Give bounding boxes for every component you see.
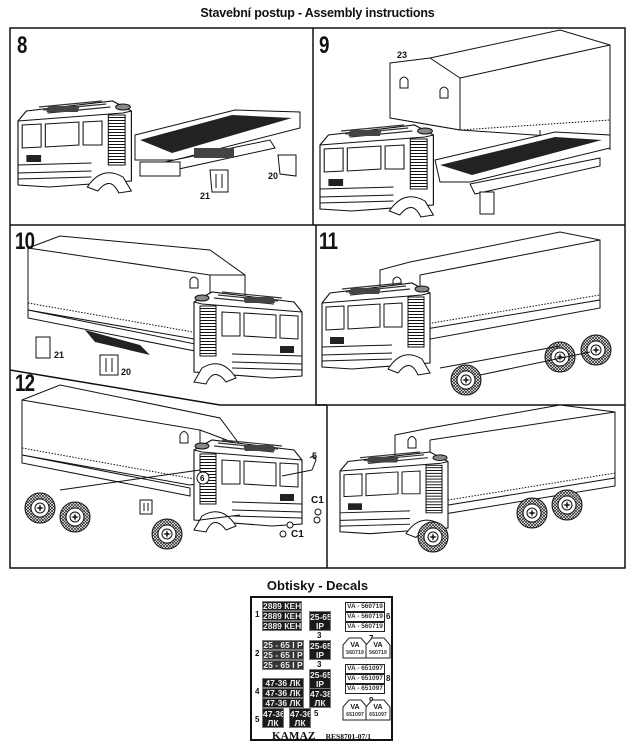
decal-va: VA - 651097: [345, 664, 385, 674]
decal-number: 3: [317, 660, 322, 669]
decal-line: IP: [315, 621, 325, 631]
decal-line: ЛК: [267, 718, 279, 728]
part-label-c1: C1: [311, 495, 324, 506]
decal-number: 3: [317, 631, 322, 640]
decal-line: 25-65: [310, 641, 331, 651]
decal-square: 25-65 IP: [309, 669, 331, 689]
decal-number: 5: [255, 715, 260, 724]
product-code: RES8701-07/1: [325, 732, 372, 741]
decal-plate: 25 - 65 I P: [262, 650, 304, 660]
part-label-c1: C1: [291, 529, 304, 540]
decal-number: 8: [386, 674, 391, 683]
decal-number: 4: [255, 687, 260, 696]
decal-line: ЛК: [314, 698, 326, 708]
decal-line: IP: [315, 650, 325, 660]
part-label-21: 21: [54, 350, 65, 360]
decal-line: 25-65: [310, 612, 331, 622]
part-label-6: 6: [200, 474, 205, 483]
brand-name: KAMAZ: [271, 730, 316, 742]
decal-line: 651097: [346, 712, 364, 718]
decal-plate: 2889 КЕН: [262, 611, 302, 621]
decal-va: VA - 560719: [345, 602, 385, 612]
panel-borders: [9, 27, 626, 569]
decal-square: 47-36 ЛК: [289, 708, 311, 728]
decal-line: 47-38: [310, 689, 331, 699]
decal-number: 2: [255, 649, 260, 658]
decals-title: Obtisky - Decals: [266, 578, 369, 593]
decal-line: 47-36: [263, 709, 284, 719]
part-label-20: 20: [268, 171, 279, 181]
page-title: Stavební postup - Assembly instructions: [200, 6, 435, 20]
decal-plate: 47-36 ЛК: [262, 688, 304, 698]
part-label-20: 20: [121, 367, 132, 377]
decal-va: VA - 651097: [345, 684, 385, 694]
decal-brand-line: KAMAZ RES8701-07/1: [252, 726, 391, 744]
decal-square: 25-65 IP: [309, 611, 331, 631]
step-10-illustration: [27, 235, 303, 385]
decal-line: 651097: [369, 712, 387, 718]
decal-number: 6: [386, 612, 391, 621]
decal-va: VA - 560719: [345, 622, 385, 632]
step-number-9: 9: [319, 32, 329, 59]
step-8-illustration: [17, 100, 301, 194]
part-label-5: 5: [312, 451, 318, 461]
part-label-23: 23: [397, 50, 408, 60]
decal-square: 47-38 ЛК: [309, 688, 331, 708]
decal-line: ЛК: [294, 718, 306, 728]
decal-line: VA: [373, 642, 383, 649]
decal-line: 47-36: [290, 709, 311, 719]
final-truck-illustration: [339, 404, 616, 553]
decal-va-shield: VA 651097: [365, 699, 391, 721]
decal-plate: 47-36 ЛК: [262, 678, 304, 688]
step-9-illustration: [319, 29, 611, 218]
decal-line: 560719: [369, 650, 387, 656]
step-number-8: 8: [17, 32, 27, 59]
assembly-diagram: 6: [9, 27, 626, 569]
decal-number: 5: [314, 709, 319, 718]
decal-va: VA - 560719: [345, 612, 385, 622]
part-label-21: 21: [200, 191, 211, 201]
decal-va: VA - 651097: [345, 674, 385, 684]
decal-number: 1: [255, 610, 260, 619]
decal-plate: 25 - 65 I P: [262, 640, 304, 650]
decal-line: VA: [373, 704, 383, 711]
step-number-10: 10: [15, 228, 35, 255]
step-number-12: 12: [15, 370, 35, 397]
decal-va-shield: VA 560719: [365, 637, 391, 659]
decal-line: 560719: [346, 650, 364, 656]
step-11-illustration: [321, 231, 612, 396]
decal-square: 25-65 IP: [309, 640, 331, 660]
decal-line: 25-65: [310, 670, 331, 680]
decal-plate: 25 - 65 I P: [262, 660, 304, 670]
decal-line: IP: [315, 679, 325, 689]
decal-plate: 47-36 ЛК: [262, 698, 304, 708]
decal-line: VA: [350, 642, 360, 649]
decal-plate: 2889 КЕН: [262, 601, 302, 611]
decal-sheet: 1 2889 КЕН 2889 КЕН 2889 КЕН 25-65 IP 3 …: [250, 596, 393, 744]
step-number-11: 11: [319, 228, 338, 255]
decal-square: 47-36 ЛК: [262, 708, 284, 728]
decal-plate: 2889 КЕН: [262, 621, 302, 631]
decal-line: VA: [350, 704, 360, 711]
step-12-illustration: 6: [21, 384, 322, 550]
